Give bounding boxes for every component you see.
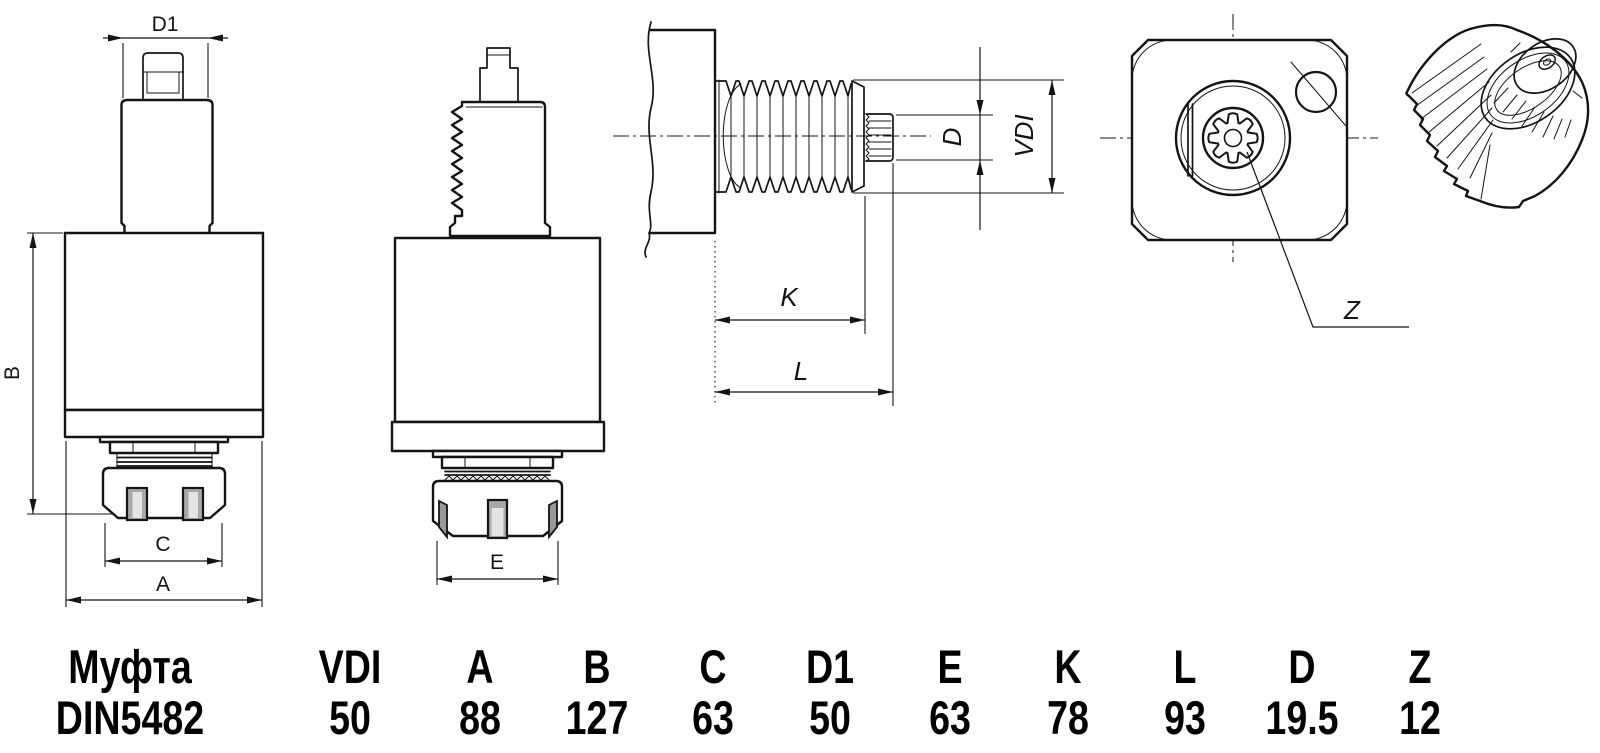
side-shank <box>448 100 552 238</box>
dim-label-a: A <box>156 573 170 596</box>
side-body <box>390 236 606 481</box>
dim-label-d1: D1 <box>152 13 179 36</box>
front-collet-nut <box>101 466 227 522</box>
side-view: E <box>390 47 606 585</box>
front-body <box>63 231 265 469</box>
dim-vdi: VDI <box>853 79 1064 194</box>
section-thread <box>714 79 865 194</box>
side-slot-right <box>548 499 558 540</box>
dim-c: C <box>104 523 223 567</box>
isometric-view <box>1405 23 1590 209</box>
iso-silhouette <box>1405 23 1590 209</box>
rear-flat-chord <box>1187 103 1194 177</box>
rear-boss-inner-circle <box>1180 85 1286 191</box>
dim-label-d: D <box>937 128 967 147</box>
dim-label-c: C <box>155 533 170 556</box>
side-collet-nut <box>431 479 564 540</box>
section-slab <box>644 21 717 258</box>
front-tang <box>142 52 184 101</box>
dim-e: E <box>436 541 559 585</box>
collet-slot-left <box>125 486 149 522</box>
front-shank <box>120 98 214 235</box>
rear-view: Z <box>1100 14 1409 328</box>
dim-label-e: E <box>490 551 504 574</box>
dim-label-l: L <box>794 356 808 386</box>
rear-center-bore <box>1223 128 1243 148</box>
dim-l: L <box>715 163 894 406</box>
dim-d1: D1 <box>103 13 228 98</box>
rear-corner-hole <box>1290 61 1347 127</box>
side-tang <box>479 47 519 103</box>
front-view: D1 B C A <box>1 13 265 607</box>
dim-label-b: B <box>1 366 24 380</box>
dim-z-leader: Z <box>1246 151 1409 328</box>
dim-label-z: Z <box>1343 295 1361 325</box>
side-slot-center <box>486 498 509 540</box>
rear-spline-star <box>1207 112 1259 164</box>
side-slot-left <box>438 499 448 540</box>
dim-a: A <box>65 441 263 607</box>
iso-front-face <box>1480 38 1583 140</box>
collet-slot-right <box>181 486 205 522</box>
iso-spline-coupling <box>1513 38 1577 94</box>
section-spline-shaft <box>865 113 894 162</box>
dim-d: D <box>896 47 993 230</box>
dim-label-k: K <box>780 282 799 312</box>
dim-b: B <box>1 232 112 515</box>
dim-label-vdi: VDI <box>1009 114 1039 157</box>
iso-thread-ridges <box>1411 43 1494 200</box>
iso-spline-teeth <box>1493 42 1583 140</box>
shank-section-view: VDI D K L <box>613 21 1064 406</box>
dim-k: K <box>714 196 866 404</box>
rear-corner-arcs <box>1131 39 1348 241</box>
